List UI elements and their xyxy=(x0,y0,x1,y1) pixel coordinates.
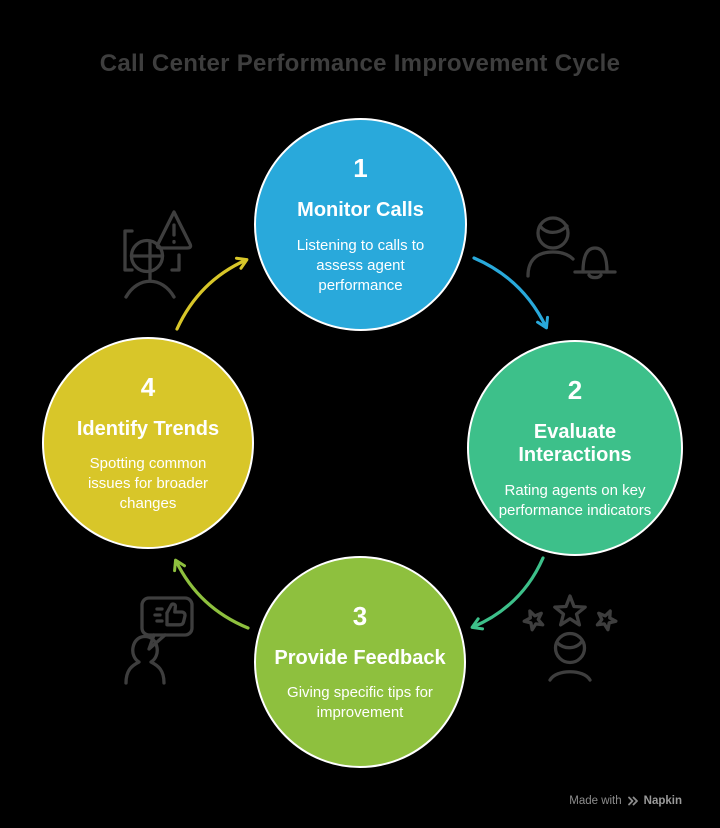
step-number: 1 xyxy=(353,153,368,184)
step-number: 2 xyxy=(567,374,583,405)
step-circle-evaluate-interactions: 2 Evaluate Interactions Rating agents on… xyxy=(467,340,683,556)
step-description: Spotting common issues for broader chang… xyxy=(87,455,209,513)
page-title: Call Center Performance Improvement Cycl… xyxy=(99,50,621,77)
step-description: Giving specific tips for improvement xyxy=(287,684,433,722)
step-title: Provide Feedback xyxy=(274,646,446,669)
step-circle-monitor-calls: 1 Monitor Calls Listening to calls to as… xyxy=(254,118,467,331)
step-title: Evaluate Interactions xyxy=(518,420,632,467)
napkin-watermark: Made with Napkin xyxy=(569,794,682,808)
step-description: Listening to calls to assess agent perfo… xyxy=(296,236,425,294)
step-number: 4 xyxy=(140,371,156,402)
step-number: 3 xyxy=(352,600,368,631)
step-title: Monitor Calls xyxy=(297,199,424,222)
feedback-speech-bubble-icon xyxy=(124,596,194,685)
napkin-logo-icon xyxy=(627,796,638,806)
step-description: Rating agents on key performance indicat… xyxy=(498,482,652,520)
step-circle-identify-trends: 4 Identify Trends Spotting common issues… xyxy=(42,337,254,549)
person-rating-stars-icon xyxy=(522,594,618,682)
person-notification-bell-icon xyxy=(526,216,617,280)
watermark-brand: Napkin xyxy=(643,795,682,807)
agent-focus-alert-icon xyxy=(123,210,193,299)
watermark-prefix: Made with xyxy=(569,795,622,807)
step-title: Identify Trends xyxy=(76,417,220,440)
step-circle-provide-feedback: 3 Provide Feedback Giving specific tips … xyxy=(254,556,466,768)
